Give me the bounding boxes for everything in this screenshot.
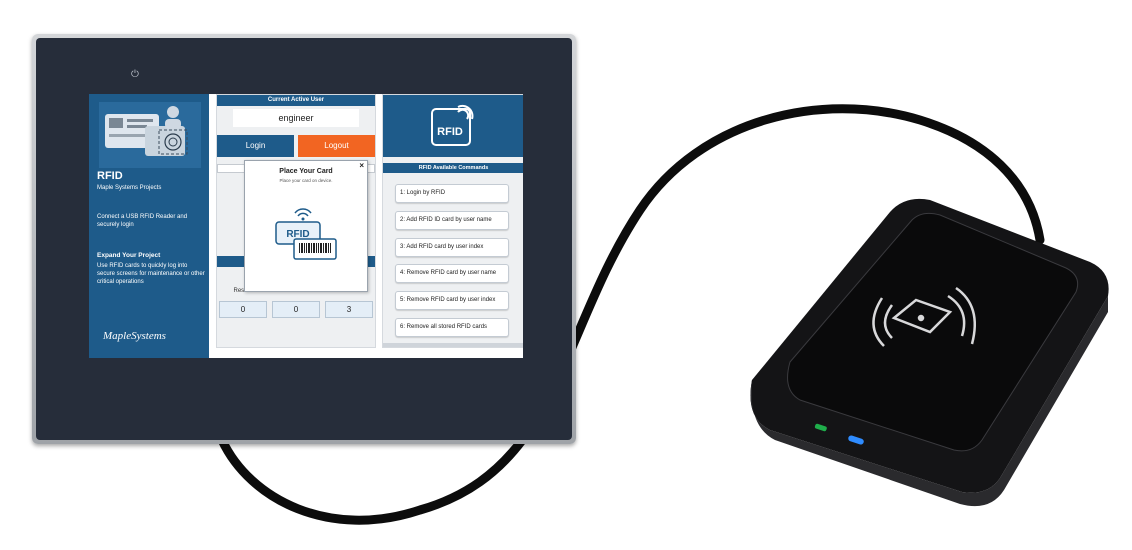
info-panel: RFID Maple Systems Projects Connect a US… xyxy=(89,94,209,358)
dialog-subtitle: Place your card on device. xyxy=(279,178,333,183)
user-panel-header: Current Active User xyxy=(217,95,375,106)
led-green xyxy=(814,423,827,432)
panel-footer xyxy=(383,343,523,347)
cmd-add-card-by-name[interactable]: 2: Add RFID ID card by user name xyxy=(395,211,509,230)
maple-systems-logo: MapleSystems xyxy=(103,330,166,342)
result-label: Resu... xyxy=(233,288,253,294)
login-button[interactable]: Login xyxy=(217,135,294,157)
result-value: 0 xyxy=(219,301,267,318)
dialog-title: Place Your Card xyxy=(279,168,333,175)
nfc-reader-icon xyxy=(872,286,976,347)
error-value: 0 xyxy=(272,301,320,318)
cmd-remove-card-by-index[interactable]: 5: Remove RFID card by user index xyxy=(395,291,509,310)
place-card-dialog: × Place Your Card Place your card on dev… xyxy=(244,160,368,292)
expand-body: Use RFID cards to quickly log into secur… xyxy=(97,263,205,285)
cmd-add-card-by-index[interactable]: 3: Add RFID card by user index xyxy=(395,238,509,257)
app-subtitle: Maple Systems Projects xyxy=(97,185,162,191)
rfid-wave-icon xyxy=(294,208,312,214)
app-title: RFID xyxy=(97,170,123,182)
cmd-remove-card-by-name[interactable]: 4: Remove RFID card by user name xyxy=(395,264,509,283)
rfid-card-text: RFID xyxy=(286,229,309,240)
led-blue xyxy=(848,435,864,445)
commands-panel: RFID RFID Available Commands 1: Login by… xyxy=(382,94,523,348)
reader-top-panel xyxy=(787,212,1079,452)
power-icon[interactable]: ⏻ xyxy=(131,69,139,80)
logout-button[interactable]: Logout xyxy=(298,135,375,157)
rfid-banner: RFID xyxy=(383,95,523,157)
status-value: 3 xyxy=(325,301,373,318)
hmi-screen: RFID Maple Systems Projects Connect a US… xyxy=(89,94,523,358)
cable-path xyxy=(217,104,1045,525)
reader-side xyxy=(750,296,1108,507)
app-description: Connect a USB RFID Reader and securely l… xyxy=(97,214,188,228)
expand-heading: Expand Your Project xyxy=(97,252,161,259)
rfid-banner-text: RFID xyxy=(437,126,463,138)
barcode-icon xyxy=(299,243,331,253)
cmd-remove-all-cards[interactable]: 6: Remove all stored RFID cards xyxy=(395,318,509,337)
current-user-field: engineer xyxy=(233,109,359,127)
rfid-logo-icon: RFID xyxy=(431,104,474,146)
rfid-card-icon: RFID xyxy=(275,208,337,260)
commands-header: RFID Available Commands xyxy=(383,163,523,173)
id-card-icon xyxy=(99,102,201,168)
cmd-login-by-rfid[interactable]: 1: Login by RFID xyxy=(395,184,509,203)
close-icon[interactable]: × xyxy=(359,161,364,170)
